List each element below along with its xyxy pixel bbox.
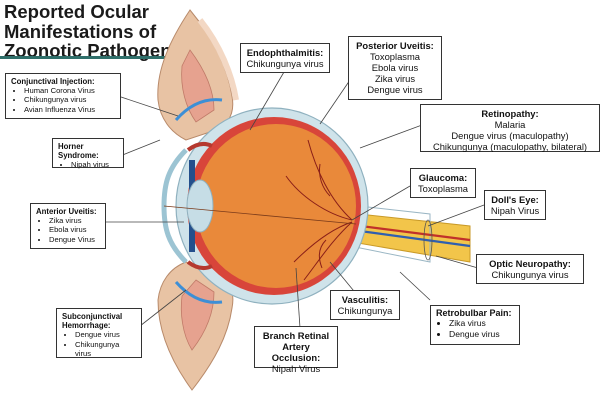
- list-item: Human Corona Virus: [24, 86, 115, 95]
- retinopathy-line: Malaria: [494, 119, 526, 130]
- list-item: Avian Influenza Virus: [24, 105, 115, 114]
- upper-eyelid-fat: [197, 18, 239, 101]
- branch-retinal-artery-occlusion-box: Branch Retinal Artery Occlusion: Nipah V…: [254, 326, 338, 374]
- vasculitis-heading: Vasculitis:: [341, 294, 389, 305]
- lens: [186, 179, 214, 233]
- retinopathy-line: Chikungunya (maculopathy, bilateral): [432, 141, 588, 152]
- anterior-uveitis-heading: Anterior Uveitis:: [36, 207, 97, 216]
- list-item: Zika virus: [449, 318, 514, 328]
- title-line-3: Zoonotic Pathogens: [4, 40, 182, 61]
- dolls-eye-heading: Doll's Eye:: [491, 194, 539, 205]
- conjunctival-injection-box: Conjunctival Injection: Human Corona Vir…: [5, 73, 121, 119]
- list-item: Dengue Virus: [49, 235, 100, 244]
- lower-eyelid-muscle: [180, 279, 215, 351]
- subconjunctival-hemorrhage-list: Dengue virus Chikungunya virus: [62, 330, 136, 358]
- branch-retinal-artery-occlusion-heading: Branch Retinal Artery Occlusion:: [262, 330, 330, 363]
- optic-nerve-cut-ring: [423, 219, 433, 261]
- subconjunctival-hemorrhage-box: Subconjunctival Hemorrhage: Dengue virus…: [56, 308, 142, 358]
- retinopathy-box: Retinopathy: Malaria Dengue virus (macul…: [420, 104, 600, 152]
- dolls-eye-box: Doll's Eye: Nipah Virus: [484, 190, 546, 220]
- list-item: Chikungunya virus: [24, 95, 115, 104]
- title-line-2: Manifestations of: [4, 20, 157, 42]
- posterior-uveitis-line: Dengue virus: [367, 84, 423, 95]
- page-title: Reported Ocular Manifestations of Zoonot…: [4, 2, 182, 61]
- anterior-uveitis-list: Zika virus Ebola virus Dengue Virus: [36, 216, 100, 244]
- ciliary-body-upper: [186, 141, 213, 152]
- vitreous-body: [196, 124, 356, 288]
- dolls-eye-value: Nipah Virus: [490, 205, 540, 216]
- list-item: Dengue virus: [75, 330, 136, 339]
- list-item: Chikungunya virus: [75, 340, 136, 358]
- ciliary-body-lower: [186, 260, 213, 271]
- posterior-uveitis-heading: Posterior Uveitis:: [356, 40, 434, 51]
- glaucoma-box: Glaucoma: Toxoplasma: [410, 168, 476, 198]
- endophthalmitis-box: Endophthalmitis: Chikungunya virus: [240, 43, 330, 73]
- retinopathy-heading: Retinopathy:: [481, 108, 539, 119]
- conjunctival-injection-list: Human Corona Virus Chikungunya virus Avi…: [11, 86, 115, 114]
- endophthalmitis-heading: Endophthalmitis:: [246, 47, 324, 58]
- branch-retinal-artery-occlusion-value: Nipah Virus: [271, 363, 321, 374]
- anterior-uveitis-box: Anterior Uveitis: Zika virus Ebola virus…: [30, 203, 106, 249]
- upper-conjunctiva: [174, 98, 223, 121]
- list-item: Zika virus: [49, 216, 100, 225]
- posterior-uveitis-box: Posterior Uveitis: Toxoplasma Ebola viru…: [348, 36, 442, 100]
- horner-syndrome-heading: Horner Syndrome:: [58, 142, 99, 161]
- upper-eyelid-muscle: [181, 49, 215, 123]
- horner-syndrome-box: Horner Syndrome: Nipah virus: [52, 138, 124, 169]
- endophthalmitis-value: Chikungunya virus: [246, 58, 324, 69]
- conjunctival-injection-heading: Conjunctival Injection:: [11, 77, 95, 86]
- list-item: Dengue virus: [449, 329, 514, 339]
- retrobulbar-pain-heading: Retrobulbar Pain:: [436, 308, 512, 318]
- list-item: Nipah virus: [71, 160, 118, 169]
- retinopathy-line: Dengue virus (maculopathy): [451, 130, 569, 141]
- subconjunctival-hemorrhage-heading: Subconjunctival Hemorrhage:: [62, 312, 123, 331]
- list-item: Ebola virus: [49, 225, 100, 234]
- optic-neuropathy-value: Chikungunya virus: [491, 269, 569, 280]
- visual-axis: [163, 205, 357, 225]
- retrobulbar-pain-box: Retrobulbar Pain: Zika virus Dengue viru…: [430, 305, 520, 345]
- retinal-vessels: [285, 139, 353, 281]
- title-line-1: Reported Ocular: [4, 1, 149, 22]
- vasculitis-box: Vasculitis: Chikungunya: [330, 290, 400, 320]
- vasculitis-value: Chikungunya: [337, 305, 393, 316]
- horner-syndrome-list: Nipah virus: [58, 160, 118, 169]
- posterior-uveitis-line: Toxoplasma: [369, 51, 421, 62]
- optic-neuropathy-box: Optic Neuropathy: Chikungunya virus: [476, 254, 584, 284]
- posterior-uveitis-line: Ebola virus: [371, 62, 419, 73]
- posterior-uveitis-line: Zika virus: [374, 73, 416, 84]
- glaucoma-value: Toxoplasma: [417, 183, 469, 194]
- optic-neuropathy-heading: Optic Neuropathy:: [489, 258, 571, 269]
- central-retinal-vessel-blue: [344, 227, 471, 248]
- glaucoma-heading: Glaucoma:: [418, 172, 468, 183]
- title-underline: [0, 56, 198, 59]
- lower-conjunctiva: [174, 281, 223, 304]
- retrobulbar-pain-list: Zika virus Dengue virus: [436, 318, 514, 339]
- leader-lines: [104, 71, 485, 329]
